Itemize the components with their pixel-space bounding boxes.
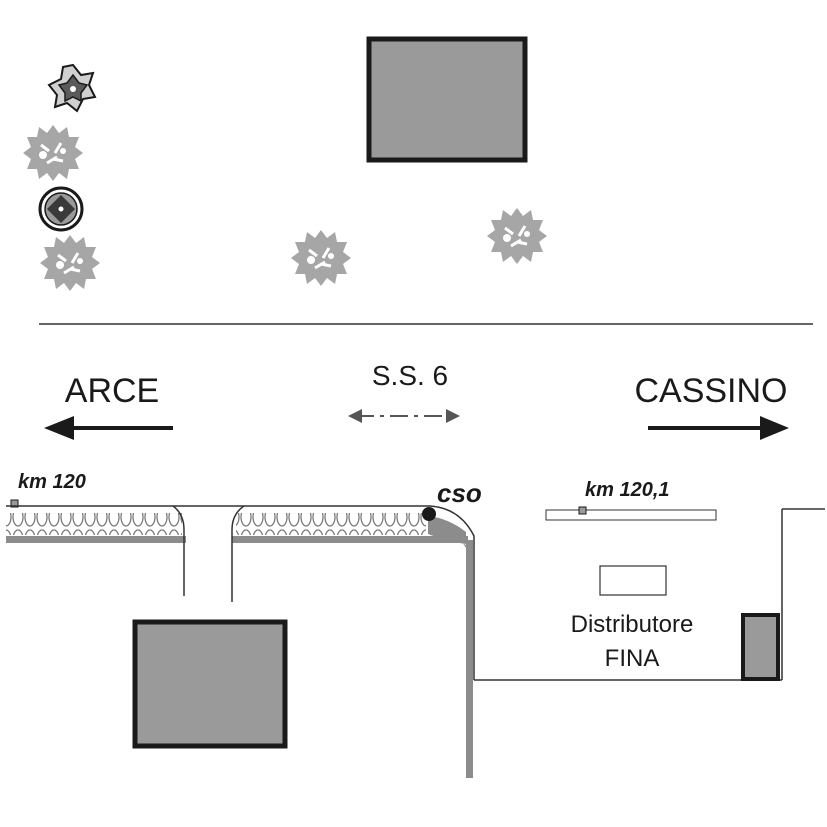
bush-icon	[289, 228, 353, 288]
arrow-left-icon	[44, 416, 173, 440]
double-arrow-icon	[348, 409, 460, 423]
building-bottom	[132, 619, 288, 749]
km-marker-label-left: km 120	[18, 471, 86, 493]
side-road-curb	[466, 540, 473, 778]
direction-label-cassino: CASSINO	[634, 372, 787, 410]
side-road-right-edge	[231, 505, 245, 602]
cso-point-marker	[422, 507, 436, 521]
curb-left	[6, 536, 186, 543]
bush-icon	[485, 206, 549, 266]
round-marker-icon	[38, 186, 84, 232]
arrow-right-icon	[648, 416, 789, 440]
cso-label: cso	[437, 478, 482, 508]
station-label-line1: Distributore	[571, 611, 694, 638]
junction-edge	[429, 505, 475, 680]
bush-icon	[38, 233, 102, 293]
station-kiosk	[741, 613, 780, 681]
star-marker-icon	[47, 63, 97, 113]
hedge-left	[6, 513, 182, 535]
bush-icon	[21, 123, 85, 183]
side-road-left-edge	[172, 505, 185, 596]
km-marker-post-left	[10, 499, 19, 508]
direction-label-arce: ARCE	[65, 372, 159, 410]
building-top	[366, 36, 528, 163]
km-marker-post-right	[578, 506, 587, 515]
hedge-center	[236, 513, 426, 535]
sidewalk-right	[545, 509, 717, 521]
station-label-line2: FINA	[605, 645, 660, 672]
station-canopy	[599, 565, 667, 596]
curb-center	[232, 536, 468, 543]
road-name: S.S. 6	[372, 360, 448, 391]
km-marker-label-right: km 120,1	[585, 479, 670, 501]
